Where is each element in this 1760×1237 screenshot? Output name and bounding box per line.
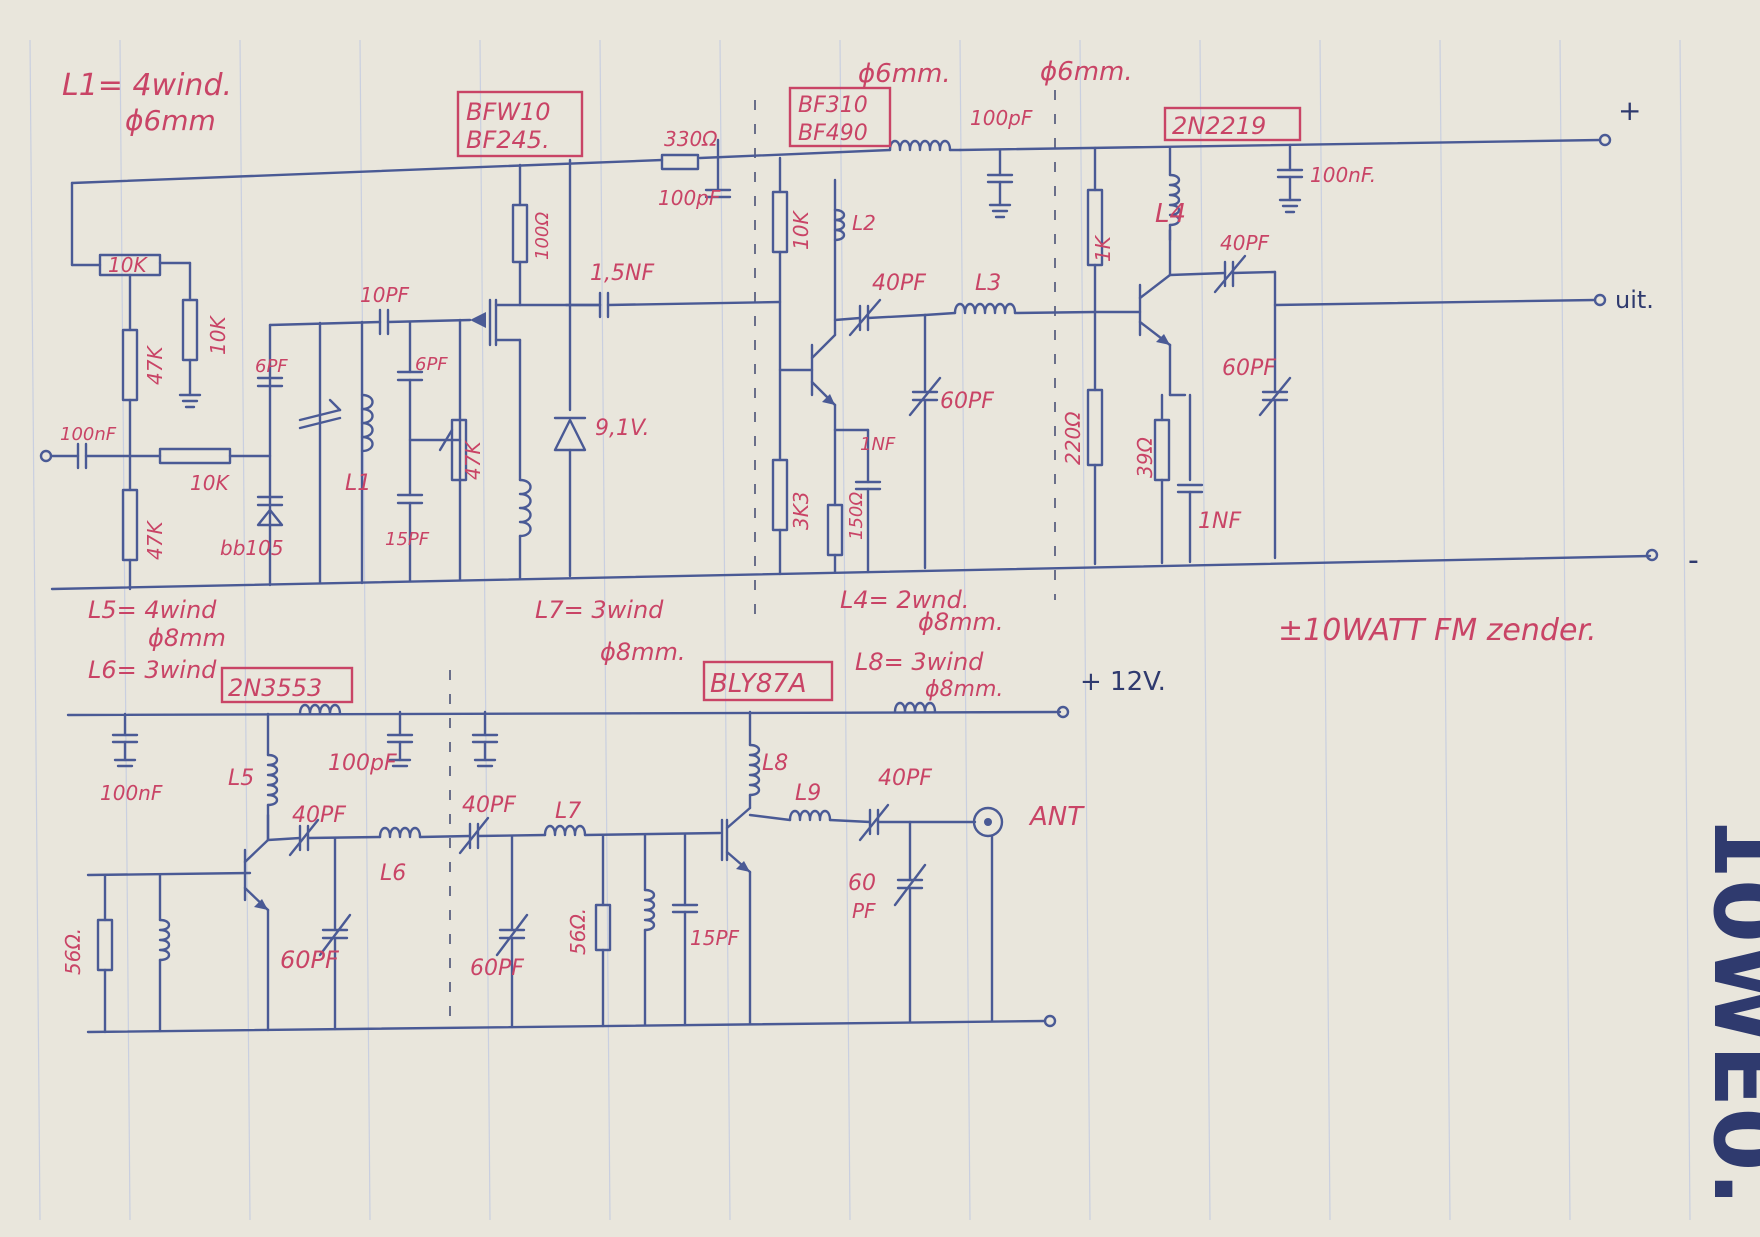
note-l5-dia: ϕ8mm bbox=[148, 624, 226, 652]
label-c1nf-a: 1NF bbox=[860, 434, 896, 455]
label-zener: 9,1V. bbox=[595, 416, 650, 441]
q1-box bbox=[456, 90, 584, 158]
note-d6b: ϕ6mm. bbox=[1040, 57, 1133, 87]
q5-box bbox=[702, 660, 834, 702]
note-l4g-dia: ϕ8mm. bbox=[918, 608, 1004, 636]
label-c15p-b: 15PF bbox=[690, 926, 740, 950]
label-minus: - bbox=[1688, 543, 1699, 578]
label-r39: 39Ω bbox=[1133, 437, 1157, 478]
label-r100: 100Ω bbox=[532, 212, 553, 260]
label-r3k3: 3K3 bbox=[789, 491, 813, 530]
label-c40p-d: 40PF bbox=[462, 793, 516, 818]
label-l8: L8 bbox=[762, 751, 788, 776]
note-l4g: L4= 2wnd. bbox=[840, 586, 969, 614]
note-plus12: + 12V. bbox=[1080, 667, 1166, 697]
label-l6: L6 bbox=[380, 861, 406, 886]
note-l7-dia: ϕ8mm. bbox=[600, 638, 686, 666]
note-l1: L1= 4wind. bbox=[62, 68, 232, 103]
q4-box bbox=[220, 666, 354, 704]
label-c15p-a: 15PF bbox=[385, 529, 430, 550]
label-pot47k: 47K bbox=[461, 440, 485, 480]
q2-label-b: BF490 bbox=[798, 121, 868, 146]
label-plus: + bbox=[1618, 94, 1641, 127]
label-r56-b: 56Ω. bbox=[566, 908, 590, 955]
label-l9: L9 bbox=[795, 781, 821, 806]
q2-box bbox=[788, 86, 892, 148]
note-l8-dia: ϕ8mm. bbox=[925, 677, 1003, 702]
power-amplifier bbox=[66, 701, 1070, 1034]
driver-stage bbox=[1086, 133, 1659, 566]
label-r56-a: 56Ω. bbox=[61, 928, 85, 975]
label-r10k-b: 10K bbox=[190, 471, 230, 495]
label-l5: L5 bbox=[228, 766, 254, 791]
label-r150: 150Ω bbox=[846, 492, 867, 540]
note-l8: L8= 3wind bbox=[855, 648, 984, 676]
label-c60p-b: 60PF bbox=[1222, 356, 1276, 381]
label-uit: uit. bbox=[1615, 286, 1654, 314]
label-c60p-e: 60 bbox=[848, 871, 876, 896]
label-c60p-c: 60PF bbox=[280, 946, 340, 974]
label-c60p-a: 60PF bbox=[940, 389, 994, 414]
label-l3: L3 bbox=[975, 271, 1001, 296]
label-c100n-a: 100nF. bbox=[1310, 163, 1376, 187]
label-c60p-d: 60PF bbox=[470, 956, 524, 981]
label-c40p-a: 40PF bbox=[872, 271, 926, 296]
q5-label: BLY87A bbox=[710, 669, 807, 699]
label-l1: L1 bbox=[345, 471, 371, 496]
label-c6p-a: 6PF bbox=[255, 356, 288, 377]
label-c100p-c: 100pF bbox=[328, 751, 397, 776]
label-diode: bb105 bbox=[220, 536, 284, 560]
label-r1k: 1K bbox=[1091, 234, 1115, 262]
note-l6: L6= 3wind bbox=[88, 656, 217, 684]
label-r220: 220Ω bbox=[1061, 411, 1085, 465]
note-l7: L7= 3wind bbox=[535, 596, 664, 624]
label-c100n-in: 100nF bbox=[60, 424, 117, 445]
q1-label-a: BFW10 bbox=[466, 98, 551, 126]
oscillator-stage bbox=[39, 138, 1652, 591]
page-title: ±10WATT FM zender. bbox=[1278, 613, 1597, 648]
label-c100n-b: 100nF bbox=[100, 781, 163, 805]
label-c40p-c: 40PF bbox=[292, 803, 346, 828]
annotations: L1= 4wind. ϕ6mm ϕ6mm. ϕ6mm. BFW10 BF245.… bbox=[60, 57, 1760, 1206]
label-r10k-a: 10K bbox=[206, 315, 230, 355]
label-c40p-b: 40PF bbox=[1220, 231, 1270, 255]
label-c6p-b: 6PF bbox=[415, 354, 448, 375]
label-r47k-b: 47K bbox=[143, 520, 167, 560]
note-l1-dia: ϕ6mm bbox=[125, 104, 216, 137]
q3-box bbox=[1163, 106, 1302, 142]
label-r47k-a: 47K bbox=[143, 345, 167, 385]
label-c10p: 10PF bbox=[360, 283, 410, 307]
label-l4: L4 bbox=[1155, 199, 1186, 229]
label-c15n: 1,5NF bbox=[590, 261, 654, 286]
label-c100p-a: 100pF bbox=[658, 186, 721, 210]
label-r330: 330Ω bbox=[664, 127, 718, 151]
label-pot10k: 10K bbox=[108, 253, 148, 277]
q3-label: 2N2219 bbox=[1172, 112, 1266, 140]
q2-label-a: BF310 bbox=[798, 93, 868, 118]
ruled-lines bbox=[29, 39, 1691, 1221]
note-d6a: ϕ6mm. bbox=[858, 59, 951, 89]
label-c1nf-b: 1NF bbox=[1198, 509, 1241, 534]
label-c100p-b: 100pF bbox=[970, 106, 1033, 130]
label-c40p-e: 40PF bbox=[878, 766, 932, 791]
label-ant: ANT bbox=[1028, 802, 1085, 832]
label-r10k-c: 10K bbox=[789, 210, 813, 250]
q1-label-b: BF245. bbox=[466, 126, 550, 154]
label-l2: L2 bbox=[852, 211, 876, 235]
q4-label: 2N3553 bbox=[228, 674, 322, 702]
buffer-stage bbox=[771, 139, 1097, 576]
label-l7: L7 bbox=[555, 799, 581, 824]
signature: 10WE0. bbox=[1693, 815, 1760, 1206]
label-c60p-e2: PF bbox=[852, 899, 876, 923]
note-l5: L5= 4wind bbox=[88, 596, 217, 624]
